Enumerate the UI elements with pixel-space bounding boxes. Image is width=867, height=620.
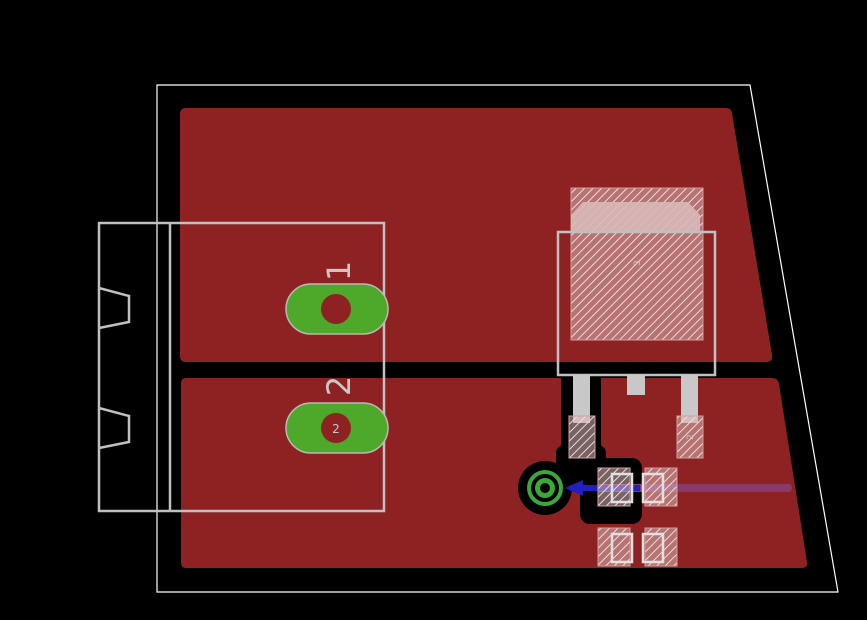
pin-1-label: 1 xyxy=(320,261,358,281)
via[interactable] xyxy=(527,470,563,506)
connector-silkscreen xyxy=(97,221,386,513)
connector-pad-2[interactable]: 2 xyxy=(285,402,389,454)
regulator-tab-number: 3 xyxy=(633,260,643,266)
regulator-lead-1 xyxy=(573,375,590,423)
regulator-lead-center xyxy=(627,375,645,395)
regulator-tab-shape xyxy=(571,202,700,232)
regulator-pad-2-number: 2 xyxy=(686,434,696,440)
copper-pour-bottom[interactable] xyxy=(181,378,808,568)
regulator-lead-2 xyxy=(681,375,698,423)
connector-pad-1[interactable] xyxy=(285,283,389,335)
board-outline xyxy=(156,84,839,593)
regulator-pad-2[interactable] xyxy=(676,415,704,459)
pin-2-label: 2 xyxy=(320,376,358,396)
smd-component-1[interactable] xyxy=(597,467,678,507)
smd-component-2[interactable] xyxy=(597,527,678,567)
pad-2-number: 2 xyxy=(332,422,340,436)
regulator-pad-1[interactable] xyxy=(568,415,596,459)
